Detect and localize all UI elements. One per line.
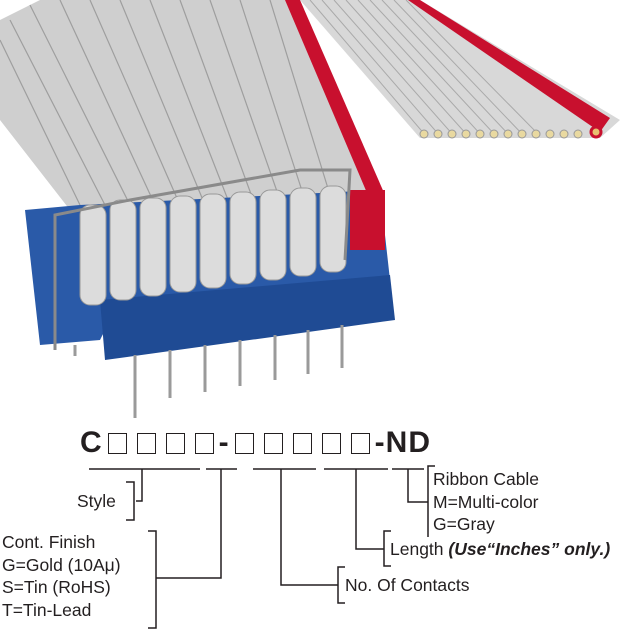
code-box-finish [194,432,214,454]
code-box-cable [350,432,370,454]
part-suffix: -ND [374,426,431,459]
ribbon-gray: G=Gray [433,514,495,534]
contacts-label: No. Of Contacts [345,575,470,595]
ribbon-multicolor: M=Multi-color [433,491,539,512]
finish-title: Cont. Finish [2,532,96,552]
flat-ribbon-cable [300,0,620,139]
idc-connector [25,168,395,418]
code-box-style-2 [136,432,156,454]
code-box-style-3 [165,432,185,454]
product-illustration [0,0,620,418]
connector-cable [0,0,385,210]
finish-gold: G=Gold (10Aμ) [2,554,121,575]
part-separator: - [218,426,230,459]
style-label: Style [77,491,116,511]
length-note: (Use“Inches” only.) [448,539,611,559]
part-prefix: C [80,426,103,459]
ribbon-title: Ribbon Cable [433,469,540,489]
length-text: Length [390,539,444,559]
contact-finish-legend: Cont. Finish G=Gold (10Aμ) S=Tin (RoHS) … [2,531,121,621]
code-box-style-1 [107,432,127,454]
code-box-contacts-1 [234,432,254,454]
ribbon-legend: Ribbon Cable M=Multi-color G=Gray [433,468,539,536]
code-box-length-1 [292,432,312,454]
finish-tin-lead: T=Tin-Lead [2,599,92,620]
code-box-contacts-2 [263,432,283,454]
finish-tin: S=Tin (RoHS) [2,577,111,597]
length-label: Length (Use“Inches” only.) [390,538,610,561]
part-number-template: C - -ND [80,426,431,460]
code-box-length-2 [321,432,341,454]
